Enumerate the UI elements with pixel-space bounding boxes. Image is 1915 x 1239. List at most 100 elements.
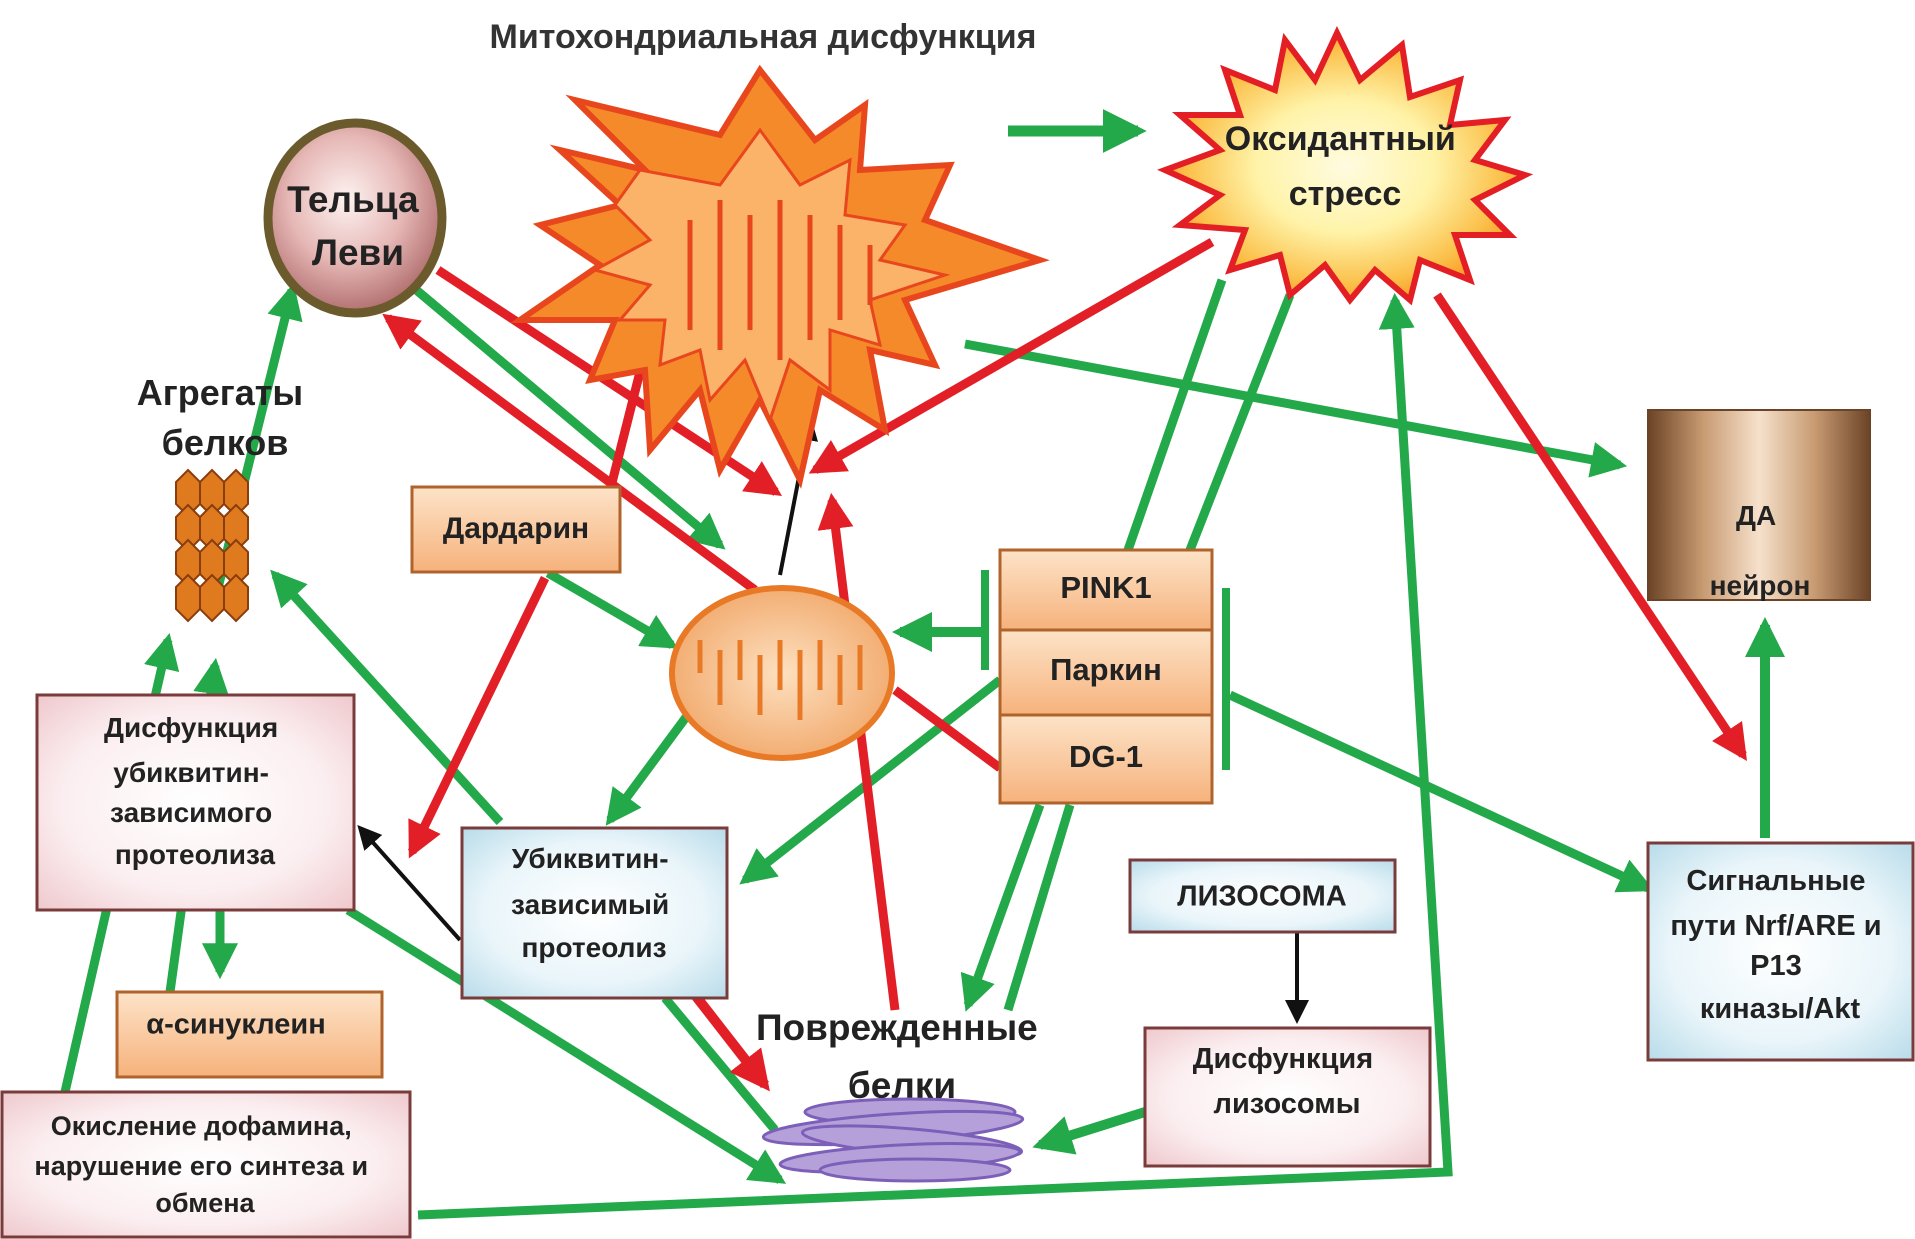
pink1-node: PINK1 (998, 548, 1214, 632)
damaged-proteins-node: Поврежденные белки (756, 1007, 1048, 1183)
line-ups-to-damaged (661, 995, 779, 1133)
dopamine-oxidation-label: Окисление дофамина, нарушение его синтез… (34, 1111, 375, 1218)
ups-dysfunction-line3: зависимого (110, 797, 272, 828)
lysosome-box (1128, 858, 1397, 934)
oxidative-stress-node: Оксидантный стресс (1157, 26, 1534, 306)
arrow-ups-to-upsdys-black (357, 825, 462, 942)
parkin-node: Паркин (998, 628, 1214, 717)
ups-dysfunction-line1: Дисфункция (104, 712, 278, 743)
arrow-dardarin-to-upsdys (407, 576, 550, 859)
arrow-parkin-to-ups (739, 676, 1003, 885)
signaling-node: Сигнальные пути Nrf/ARE и P13 киназы/Akt (1646, 841, 1915, 1062)
ups-line3: протеолиз (521, 932, 666, 963)
arrow-mitochondrion-to-lewy (382, 313, 758, 594)
ups-label: Убиквитин- зависимый протеолиз (511, 843, 677, 963)
aggregates-label: Агрегаты белков (137, 372, 313, 463)
ups-line2: зависимый (511, 889, 669, 920)
dardarin-box (410, 485, 622, 574)
pink1-box (998, 548, 1214, 632)
ups-dysfunction-box (35, 693, 356, 912)
oxidant-label-line1: Оксидантный (1225, 120, 1456, 158)
dopamine-oxidation-line1: Окисление дофамина, (51, 1111, 352, 1141)
dopamine-oxidation-node: Окисление дофамина, нарушение его синтез… (0, 1090, 412, 1239)
dopamine-oxidation-box (0, 1090, 412, 1239)
ups-dysfunction-label: Дисфункция убиквитин- зависимого протеол… (104, 712, 286, 870)
ups-dysfunction-line2: убиквитин- (113, 757, 269, 788)
oxidant-star-shape (1157, 26, 1534, 306)
arrow-oxidation-to-oxidant (417, 292, 1453, 1220)
aggregates-label-line2: белков (162, 422, 289, 463)
arrow-upsdys-to-damaged (345, 906, 787, 1184)
lysosome-dysfunction-box (1143, 1026, 1432, 1168)
lysosome-dysfunction-line2: лизосомы (1214, 1088, 1361, 1120)
mito-title-line1: Митохондриальная дисфункция (490, 18, 1037, 56)
ups-dysfunction-node: Дисфункция убиквитин- зависимого протеол… (35, 693, 356, 912)
arrow-lysdys-to-damaged (1032, 1107, 1147, 1155)
dopamine-oxidation-line3: обмена (155, 1188, 255, 1218)
alpha-synuclein-label: α-синуклеин (146, 1009, 325, 1041)
mitochondrion-node (669, 585, 895, 761)
lysosome-node: ЛИЗОСОМА (1128, 858, 1397, 934)
arrow-ups-to-damaged-red (691, 991, 770, 1092)
line-mitochondrion-to-dj1 (892, 686, 1003, 772)
arrow-lewy-to-mitochondrion (405, 279, 726, 550)
mito-dysfunction-title: Митохондриальная дисфункция (490, 18, 1037, 56)
lysosome-dysfunction-label: Дисфункция лизосомы (1193, 1043, 1381, 1120)
oxidant-label-line2: стресс (1289, 175, 1402, 213)
edges (60, 109, 1785, 1220)
signaling-label: Сигнальные пути Nrf/ARE и P13 киназы/Akt (1670, 865, 1889, 1025)
lewy-bodies-node: Тельца Леви (263, 118, 447, 318)
parkin-label: Паркин (1050, 652, 1162, 687)
da-neuron-label-line1: ДА (1736, 500, 1776, 531)
da-neuron-label: ДА нейрон (1710, 500, 1811, 601)
dj1-node: DG-1 (998, 713, 1214, 805)
aggregates-cluster-icon (175, 468, 249, 623)
signaling-line3: P13 (1750, 950, 1802, 982)
protein-aggregates-node: Агрегаты белков (137, 372, 313, 623)
mitochondrion-cristae (697, 640, 863, 720)
oxidant-label: Оксидантный стресс (1225, 120, 1465, 213)
signaling-box (1646, 841, 1915, 1062)
mito-dysfunction-node: Митохондриальная дисфункция (490, 18, 1050, 489)
lewy-circle (263, 118, 447, 318)
dardarin-node: Дардарин (410, 485, 622, 574)
damaged-proteins-label: Поврежденные белки (756, 1007, 1048, 1106)
dj1-label: DG-1 (1069, 739, 1143, 774)
arrow-oxidant-to-mito (808, 238, 1215, 474)
da-neuron-label-line2: нейрон (1710, 570, 1811, 601)
arrow-oxidant-to-signaling (1433, 292, 1747, 761)
dopamine-oxidation-line2: нарушение его синтеза и (34, 1151, 368, 1181)
ups-box (460, 826, 729, 1000)
alpha-synuclein-box (115, 990, 384, 1079)
lewy-label-line2: Леви (312, 232, 404, 273)
arrow-damaged-to-mito (817, 492, 900, 1011)
dardarin-label: Дардарин (443, 512, 589, 545)
lysosome-dysfunction-line1: Дисфункция (1193, 1043, 1373, 1075)
line-dj1-to-damaged-b (1003, 803, 1075, 1012)
pink1-label: PINK1 (1060, 570, 1151, 605)
arrow-dj1-to-damaged-a (960, 803, 1045, 1012)
arrow-parkin-to-signaling (1228, 690, 1655, 893)
ups-dysfunction-line4: протеолиза (115, 839, 276, 870)
ups-line1: Убиквитин- (512, 843, 669, 874)
da-neuron-node: ДА нейрон (1647, 409, 1871, 601)
da-neuron-box (1647, 409, 1871, 601)
lysosome-dysfunction-node: Дисфункция лизосомы (1143, 1026, 1432, 1168)
line-oxidant-to-pink1-a (1123, 278, 1227, 552)
dj1-box (998, 713, 1214, 805)
arrow-ups-to-aggregates (270, 569, 504, 826)
lewy-label: Тельца Леви (287, 179, 429, 273)
damaged-proteins-line1: Поврежденные (756, 1007, 1038, 1048)
signaling-line1: Сигнальные (1686, 865, 1865, 897)
mito-explosion-cristae (687, 200, 873, 360)
alpha-synuclein-node: α-синуклеин (115, 990, 384, 1079)
ups-node: Убиквитин- зависимый протеолиз (460, 826, 729, 1000)
line-oxidant-to-pink1-b (1185, 293, 1295, 552)
lewy-label-line1: Тельца (287, 179, 419, 220)
damaged-proteins-icon (761, 1097, 1025, 1183)
parkin-box (998, 628, 1214, 717)
arrow-dardarin-to-mitochondrion (545, 569, 679, 649)
signaling-line4: киназы/Akt (1700, 993, 1861, 1025)
